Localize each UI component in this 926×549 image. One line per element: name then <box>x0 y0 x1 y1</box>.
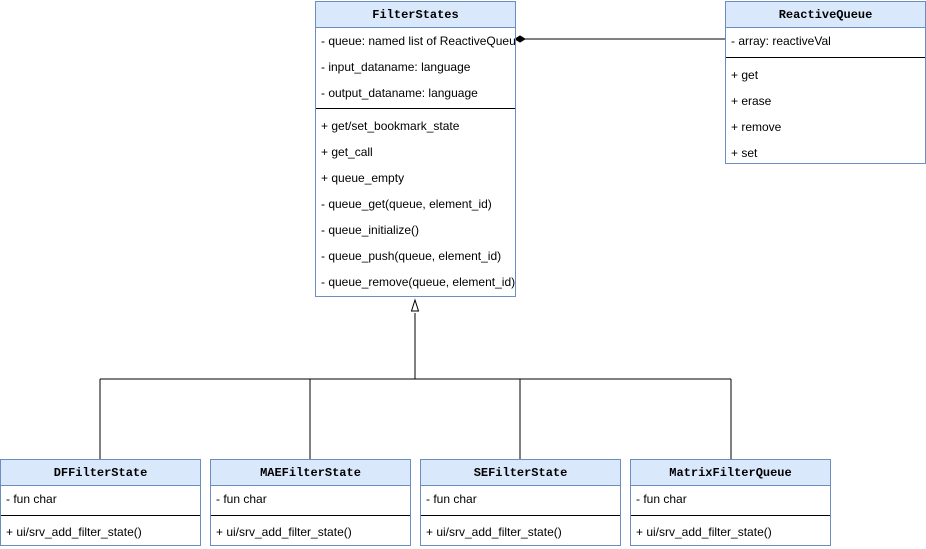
attribute-row: - fun char <box>216 492 267 506</box>
attribute-row: - fun char <box>426 492 477 506</box>
class-reactivequeue-attributes: - array: reactiveVal <box>726 28 925 57</box>
class-filterstates-methods: + get/set_bookmark_state + get_call + qu… <box>316 108 515 295</box>
attribute-row: - input_dataname: language <box>321 60 471 74</box>
attribute-row: - output_dataname: language <box>321 86 478 100</box>
attribute-row: - fun char <box>636 492 687 506</box>
class-filterstates-attributes: - queue: named list of ReactiveQueue - i… <box>316 28 515 108</box>
class-dffilterstate-attributes: - fun char <box>1 486 200 515</box>
method-row: + ui/srv_add_filter_state() <box>636 525 772 539</box>
class-dffilterstate-methods: + ui/srv_add_filter_state() <box>1 515 200 545</box>
method-row: + erase <box>731 94 772 108</box>
class-filterstates[interactable]: FilterStates - queue: named list of Reac… <box>315 1 516 297</box>
class-sefilterstate-title: SEFilterState <box>421 460 620 486</box>
class-sefilterstate-attributes: - fun char <box>421 486 620 515</box>
method-row: - queue_remove(queue, element_id) <box>321 275 515 289</box>
method-row: + get_call <box>321 145 373 159</box>
class-maefilterstate-title: MAEFilterState <box>211 460 410 486</box>
method-row: + get/set_bookmark_state <box>321 119 460 133</box>
method-row: - queue_get(queue, element_id) <box>321 197 492 211</box>
class-dffilterstate-title: DFFilterState <box>1 460 200 486</box>
class-matrixfilterqueue-methods: + ui/srv_add_filter_state() <box>631 515 830 545</box>
method-row: + set <box>731 146 758 160</box>
class-matrixfilterqueue-title: MatrixFilterQueue <box>631 460 830 486</box>
method-row: + queue_empty <box>321 171 405 185</box>
attribute-row: - queue: named list of ReactiveQueue <box>321 34 515 48</box>
attribute-row: - array: reactiveVal <box>731 34 831 48</box>
method-row: + ui/srv_add_filter_state() <box>426 525 562 539</box>
attribute-row: - fun char <box>6 492 57 506</box>
class-maefilterstate-attributes: - fun char <box>211 486 410 515</box>
method-row: + ui/srv_add_filter_state() <box>216 525 352 539</box>
method-row: + remove <box>731 120 782 134</box>
class-reactivequeue[interactable]: ReactiveQueue - array: reactiveVal + get… <box>725 1 926 164</box>
method-row: - queue_initialize() <box>321 223 420 237</box>
method-row: - queue_push(queue, element_id) <box>321 249 502 263</box>
composition-diamond <box>514 35 526 43</box>
class-matrixfilterqueue-attributes: - fun char <box>631 486 830 515</box>
class-maefilterstate[interactable]: MAEFilterState - fun char + ui/srv_add_f… <box>210 459 411 546</box>
class-maefilterstate-methods: + ui/srv_add_filter_state() <box>211 515 410 545</box>
method-row: + get <box>731 68 759 82</box>
method-row: + ui/srv_add_filter_state() <box>6 525 142 539</box>
class-reactivequeue-methods: + get + erase + remove + set <box>726 57 925 163</box>
class-matrixfilterqueue[interactable]: MatrixFilterQueue - fun char + ui/srv_ad… <box>630 459 831 546</box>
inheritance-arrowhead <box>410 298 420 312</box>
class-sefilterstate-methods: + ui/srv_add_filter_state() <box>421 515 620 545</box>
class-sefilterstate[interactable]: SEFilterState - fun char + ui/srv_add_fi… <box>420 459 621 546</box>
class-dffilterstate[interactable]: DFFilterState - fun char + ui/srv_add_fi… <box>0 459 201 546</box>
class-reactivequeue-title: ReactiveQueue <box>726 2 925 28</box>
class-filterstates-title: FilterStates <box>316 2 515 28</box>
